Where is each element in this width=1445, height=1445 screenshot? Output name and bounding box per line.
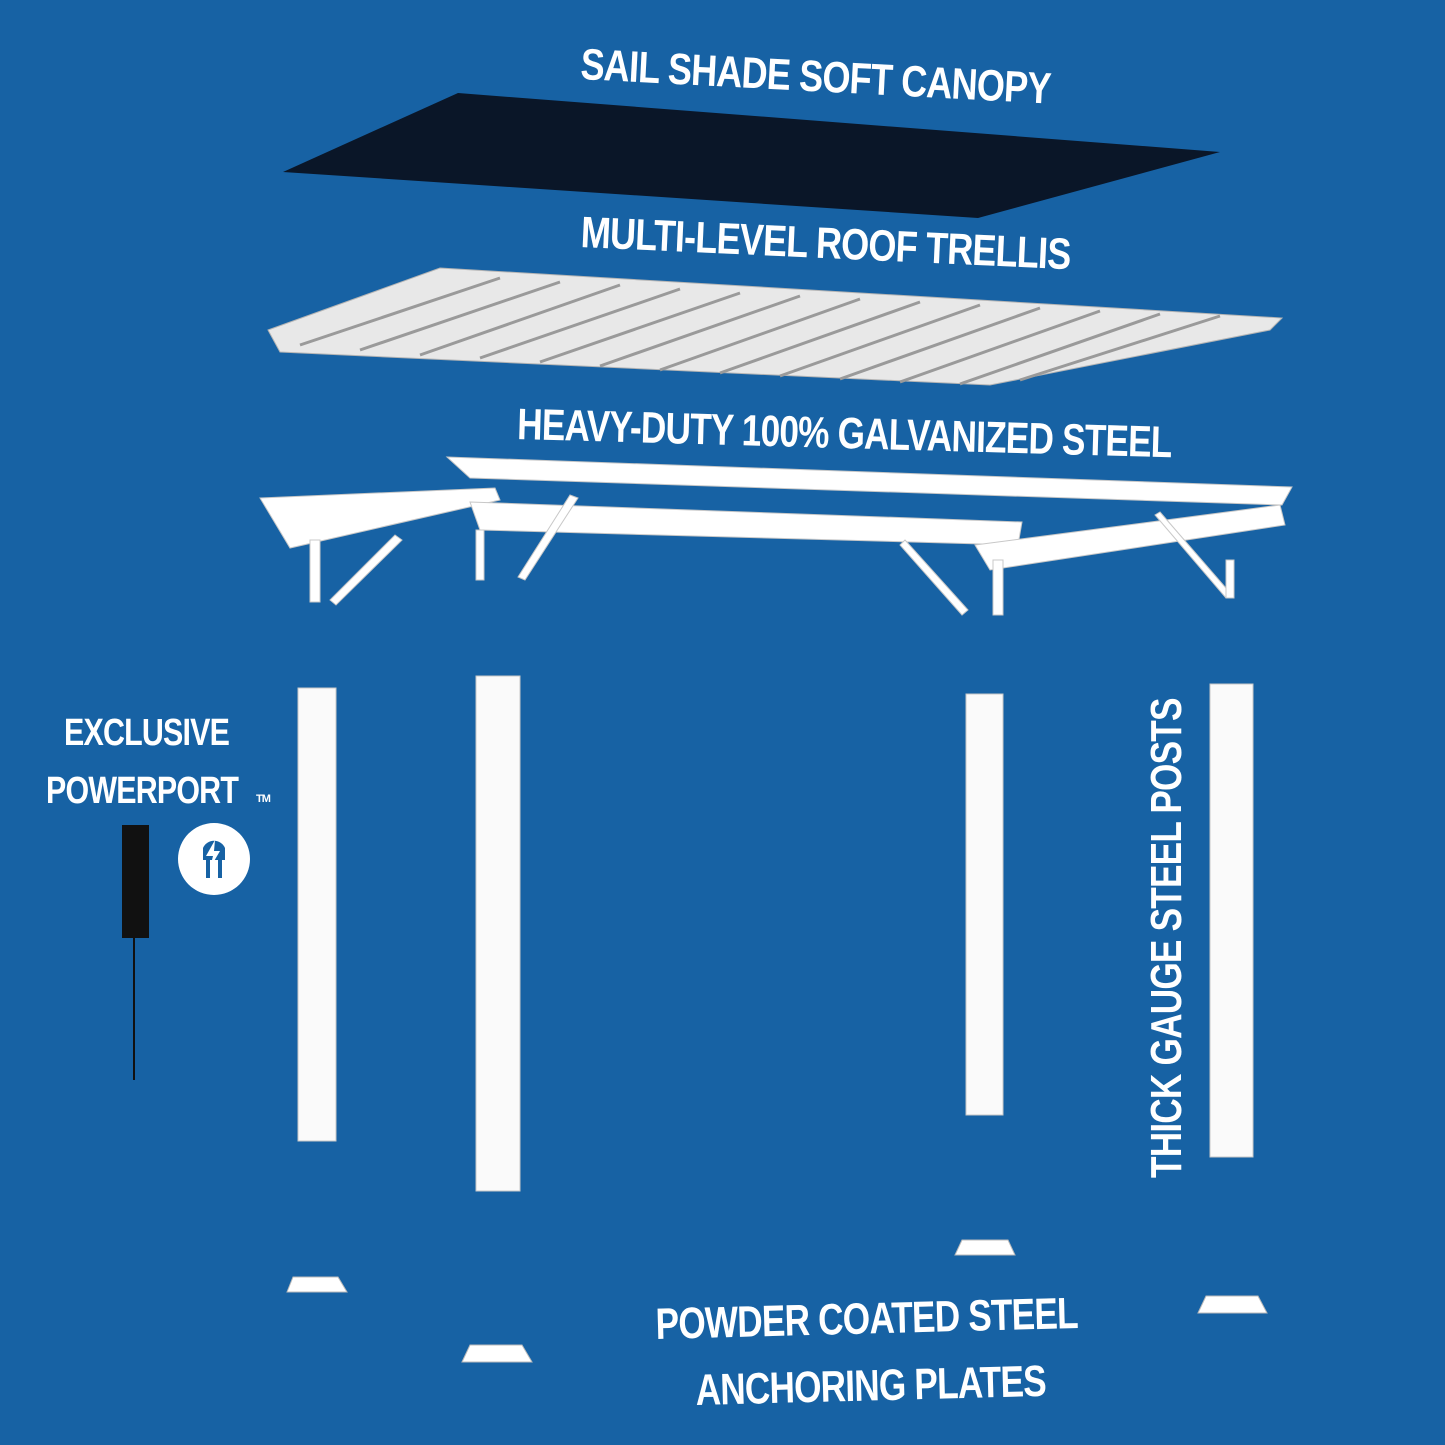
powerport-label-line2: POWERPORT <box>46 770 239 812</box>
powerport-device <box>122 825 149 1080</box>
steel-posts <box>297 675 1254 1192</box>
trademark: TM <box>256 793 271 805</box>
canopy <box>283 93 1220 218</box>
powerport-label-line1: EXCLUSIVE <box>64 712 230 754</box>
plug-lightning-icon <box>178 823 250 895</box>
steel-frame <box>259 456 1293 616</box>
anchoring-plates <box>286 1239 1268 1363</box>
posts-label: THICK GAUGE STEEL POSTS <box>1142 698 1191 1178</box>
roof-trellis <box>267 267 1284 386</box>
plates-label-line2: ANCHORING PLATES <box>695 1356 1047 1415</box>
